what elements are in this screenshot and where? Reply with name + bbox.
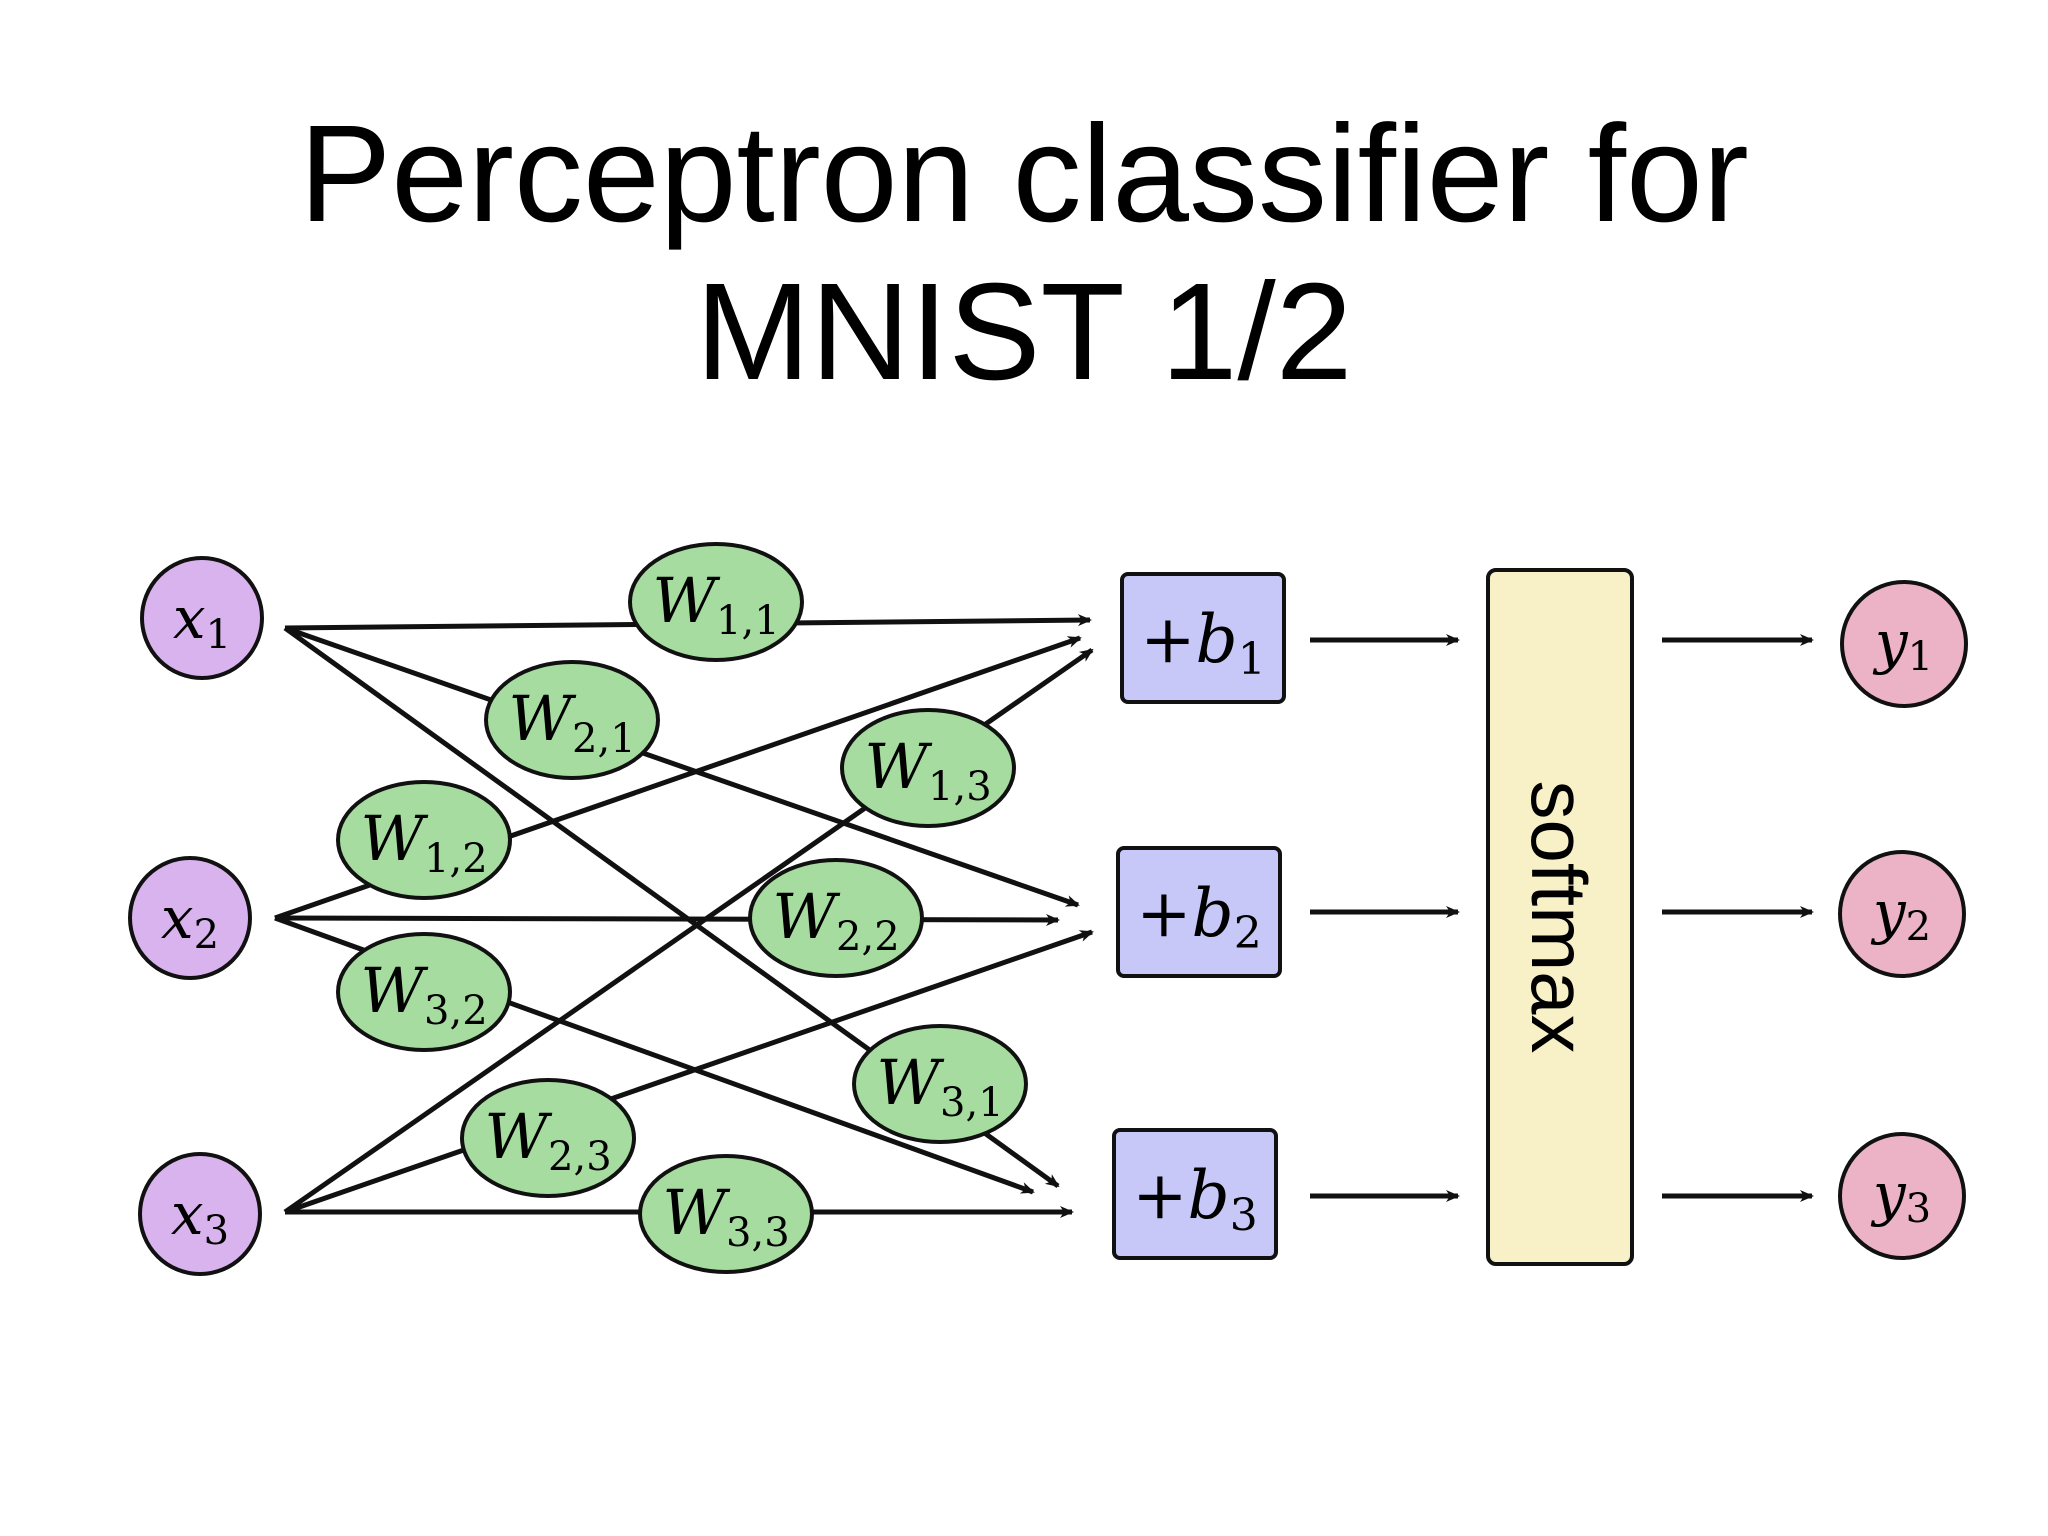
edge-x3-b2 [284, 929, 1094, 1215]
bias-box-b1: +b1 [1120, 572, 1286, 704]
weight-w11-sub: 1,1 [716, 598, 780, 644]
input-node-x3: x3 [138, 1152, 262, 1276]
weight-w11-base: W [652, 564, 720, 637]
svg-text:+b3: +b3 [1132, 1157, 1258, 1241]
input-node-x1: x1 [140, 556, 264, 680]
bias-b1-base: b [1196, 601, 1238, 678]
weight-node-w12: W1,2 [336, 780, 512, 900]
output-y1-sub: 1 [1908, 634, 1933, 680]
svg-text:+b1: +b1 [1140, 601, 1266, 685]
weight-w12-base: W [360, 802, 428, 875]
bias-box-b3: +b3 [1112, 1128, 1278, 1260]
output-y2-sub: 2 [1906, 904, 1931, 950]
svg-text:W2,3: W2,3 [484, 1100, 611, 1180]
weight-node-w31: W3,1 [852, 1024, 1028, 1144]
output-y2-base: y [1870, 878, 1907, 946]
input-x2-base: x [161, 884, 194, 952]
weight-w23-base: W [484, 1100, 552, 1173]
svg-text:W3,1: W3,1 [876, 1046, 1003, 1126]
input-x1-base: x [173, 584, 206, 652]
input-x3-sub: 3 [204, 1208, 229, 1254]
output-y3-sub: 3 [1906, 1186, 1931, 1232]
weight-w33-base: W [662, 1176, 730, 1249]
weight-w32-base: W [360, 954, 428, 1027]
weight-w12-sub: 1,2 [424, 836, 488, 882]
weight-node-w23: W2,3 [460, 1078, 636, 1198]
weight-node-w11: W1,1 [628, 542, 804, 662]
edge-x1-b2 [284, 625, 1080, 908]
svg-text:W2,2: W2,2 [772, 880, 899, 960]
bias-b2-sub: 2 [1234, 908, 1262, 959]
svg-text:x1: x1 [173, 584, 231, 658]
output-node-y3: y3 [1838, 1132, 1966, 1260]
weight-w21-sub: 2,1 [572, 716, 636, 762]
svg-text:y3: y3 [1870, 1160, 1931, 1232]
output-y1-base: y [1872, 608, 1909, 676]
weight-w32-sub: 3,2 [424, 988, 488, 1034]
bias-b1-prefix: + [1140, 601, 1195, 678]
weight-w13-base: W [864, 730, 932, 803]
weight-node-w32: W3,2 [336, 932, 512, 1052]
output-node-y2: y2 [1838, 850, 1966, 978]
svg-text:W1,2: W1,2 [360, 802, 487, 882]
title-line-2: MNIST 1/2 [695, 255, 1353, 409]
output-node-y1: y1 [1840, 580, 1968, 708]
weight-node-w13: W1,3 [840, 708, 1016, 828]
softmax-box: softmax [1486, 568, 1634, 1266]
weight-w22-sub: 2,2 [836, 914, 900, 960]
softmax-label: softmax [1515, 780, 1603, 1053]
bias-b2-prefix: + [1136, 875, 1191, 952]
svg-text:x2: x2 [161, 884, 219, 958]
weight-w33-sub: 3,3 [726, 1210, 790, 1256]
bias-b3-base: b [1188, 1157, 1230, 1234]
svg-text:x3: x3 [171, 1180, 229, 1254]
input-x1-sub: 1 [206, 612, 231, 658]
bias-b1-sub: 1 [1238, 634, 1266, 685]
svg-text:+b2: +b2 [1136, 875, 1262, 959]
input-x3-base: x [171, 1180, 204, 1248]
weight-w31-sub: 3,1 [940, 1080, 1004, 1126]
svg-text:y2: y2 [1870, 878, 1931, 950]
input-node-x2: x2 [128, 856, 252, 980]
bias-b2-base: b [1192, 875, 1234, 952]
svg-text:W1,3: W1,3 [864, 730, 991, 810]
output-y3-base: y [1870, 1160, 1907, 1228]
weight-w23-sub: 2,3 [548, 1134, 612, 1180]
weight-w13-sub: 1,3 [928, 764, 992, 810]
page-title: Perceptron classifier for MNIST 1/2 [0, 95, 2048, 411]
bias-b3-prefix: + [1132, 1157, 1187, 1234]
bias-b3-sub: 3 [1230, 1190, 1258, 1241]
svg-text:W2,1: W2,1 [508, 682, 635, 762]
svg-text:y1: y1 [1872, 608, 1933, 680]
svg-text:W3,2: W3,2 [360, 954, 487, 1034]
weight-node-w22: W2,2 [748, 858, 924, 978]
weight-w31-base: W [876, 1046, 944, 1119]
weight-w21-base: W [508, 682, 576, 755]
weight-node-w33: W3,3 [638, 1154, 814, 1274]
weight-node-w21: W2,1 [484, 660, 660, 780]
edge-x2-b2 [274, 913, 1060, 926]
svg-text:W3,3: W3,3 [662, 1176, 789, 1256]
title-line-1: Perceptron classifier for [299, 97, 1749, 251]
svg-text:W1,1: W1,1 [652, 564, 779, 644]
bias-box-b2: +b2 [1116, 846, 1282, 978]
input-x2-sub: 2 [194, 912, 219, 958]
weight-w22-base: W [772, 880, 840, 953]
